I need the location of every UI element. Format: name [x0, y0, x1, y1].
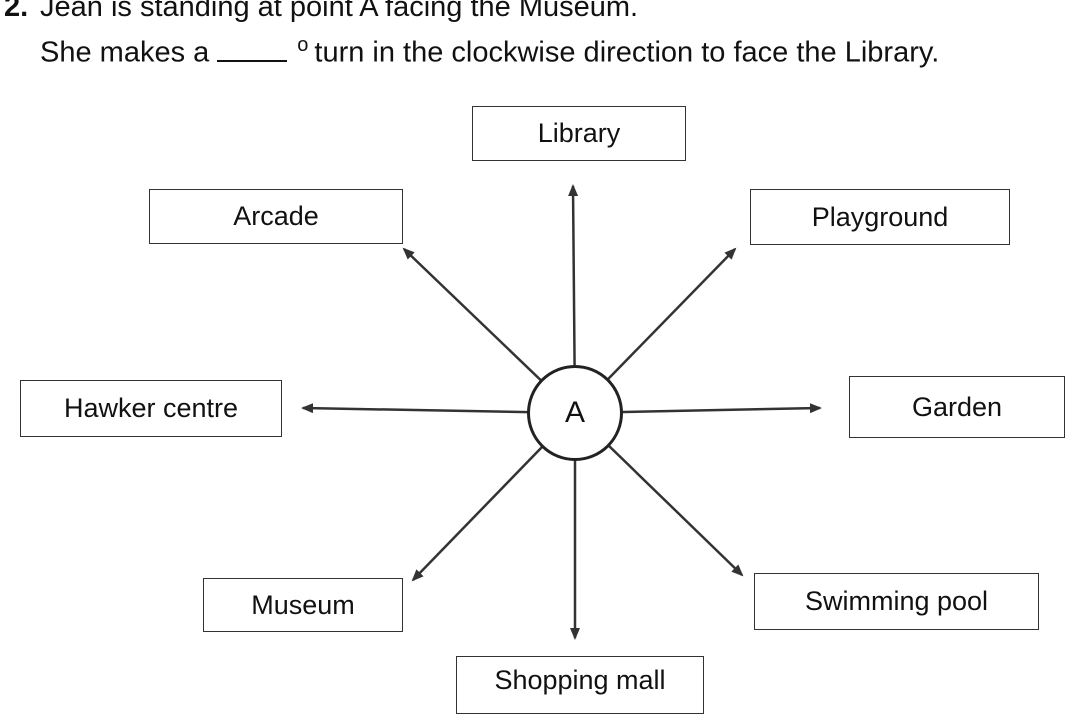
garden-box: Garden	[849, 376, 1065, 438]
shopping-mall-box: Shopping mall	[456, 656, 704, 714]
question-line-1: Jean is standing at point A facing the M…	[40, 0, 639, 23]
arcade-box: Arcade	[149, 189, 403, 244]
hawker-centre-box: Hawker centre	[20, 380, 282, 437]
museum-box: Museum	[203, 578, 403, 632]
question-line-2-start: She makes a	[40, 36, 210, 69]
answer-blank[interactable]	[217, 36, 288, 62]
question-line-2-end: turn in the clockwise direction to face …	[314, 36, 940, 69]
degree-symbol: o	[297, 34, 309, 56]
question-number: 2.	[4, 0, 29, 23]
playground-box: Playground	[750, 189, 1010, 245]
swimming-pool-box: Swimming pool	[754, 573, 1039, 630]
library-box: Library	[472, 106, 686, 161]
point-a-circle: A	[527, 365, 623, 461]
